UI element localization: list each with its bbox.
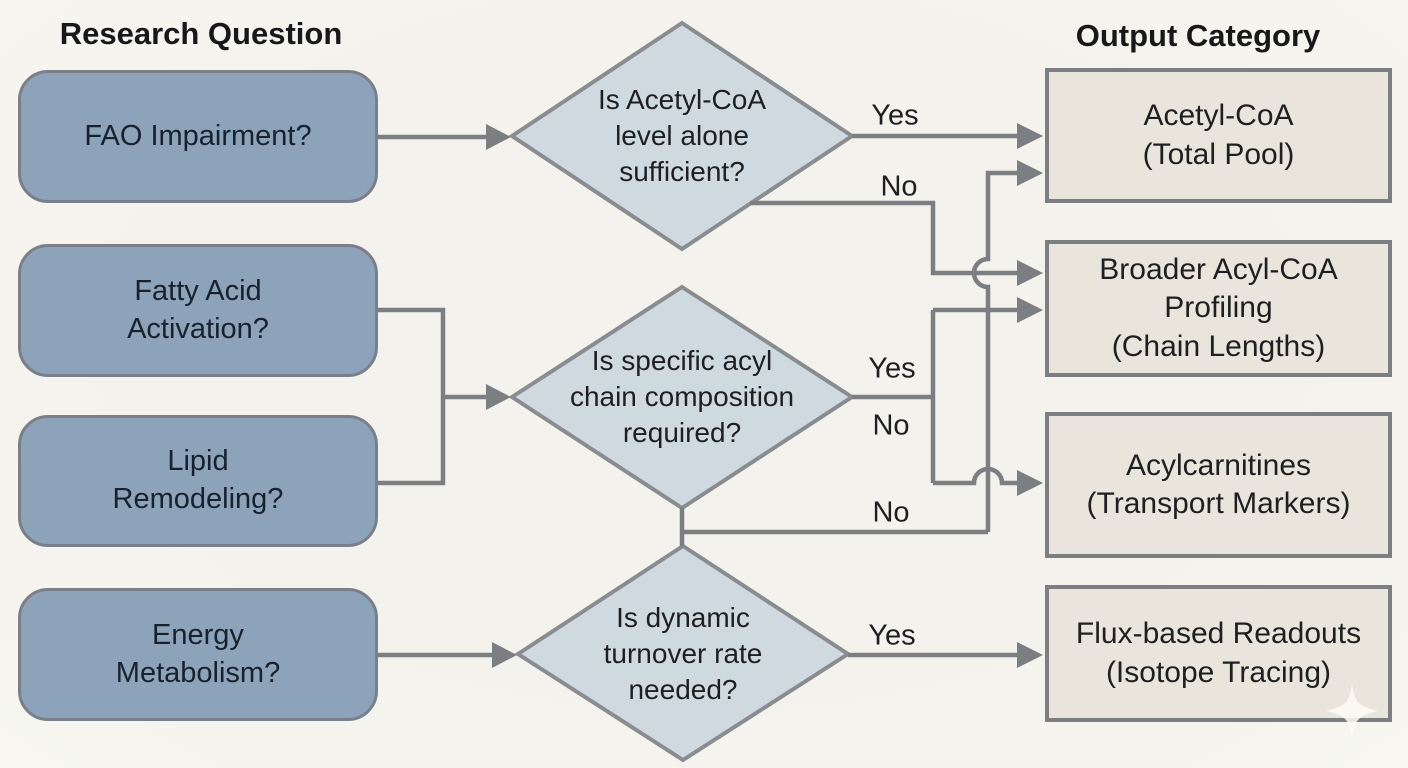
question-box-fao-impairment: FAO Impairment? — [18, 70, 378, 203]
output-label-line: Flux-based Readouts — [1075, 617, 1362, 651]
arrowhead-into-decision2 — [486, 384, 511, 410]
output-box-flux-based-readouts: Flux-based Readouts (Isotope Tracing) — [1045, 585, 1392, 722]
question-label: Lipid — [167, 445, 229, 478]
decision-label-line: needed? — [628, 674, 738, 706]
decision-label-line: Is Acetyl-CoA — [597, 83, 767, 115]
output-box-acylcarnitines: Acylcarnitines (Transport Markers) — [1045, 412, 1392, 558]
output-box-broader-acyl-coa-profiling: Broader Acyl-CoA Profiling (Chain Length… — [1045, 240, 1392, 377]
edge-merge-bracket — [378, 307, 446, 486]
column-header-research-question: Research Question — [59, 16, 343, 51]
question-label: Fatty Acid — [134, 274, 262, 307]
arrowhead-bottomno-into-acetyl — [1017, 160, 1043, 186]
question-label: Activation? — [127, 312, 269, 345]
question-label: FAO Impairment? — [84, 119, 312, 152]
output-label-line: Broader Acyl-CoA — [1099, 253, 1338, 287]
output-box-acetyl-coa: Acetyl-CoA (Total Pool) — [1045, 68, 1392, 203]
output-label-line: Acetyl-CoA — [1143, 99, 1294, 133]
decision-label-line: Is dynamic — [616, 601, 750, 633]
edge-bottom-no-vertical-to-acetyl — [971, 170, 1017, 532]
decision-label-line: turnover rate — [603, 637, 763, 669]
question-box-lipid-remodeling: Lipid Remodeling? — [18, 415, 378, 547]
output-label-line: (Chain Lengths) — [1111, 329, 1326, 363]
edge-label-decision1-no: No — [880, 170, 918, 203]
question-box-fatty-acid-activation: Fatty Acid Activation? — [18, 244, 378, 377]
edge-label-decision2-no: No — [872, 409, 910, 442]
output-label-line: Profiling — [1164, 291, 1273, 325]
question-box-energy-metabolism: Energy Metabolism? — [18, 588, 378, 721]
arrowhead-no-into-acylcarnitines — [1017, 470, 1043, 496]
decision-label-line: required? — [622, 417, 742, 449]
output-label-line: (Isotope Tracing) — [1105, 655, 1332, 689]
decision-label-line: level alone — [615, 119, 749, 151]
decision-diamond-2-label: Is specific acyl chain composition requi… — [517, 343, 847, 451]
column-header-output-category: Output Category — [1075, 18, 1321, 53]
question-label: Remodeling? — [112, 483, 284, 515]
question-label: Metabolism? — [115, 656, 281, 689]
decision-diamond-1-shape — [508, 20, 856, 252]
question-label: Energy — [152, 618, 244, 651]
edge-label-decision2-yes: Yes — [868, 352, 916, 385]
output-label-line: Acylcarnitines — [1125, 448, 1312, 482]
arrowhead-yes-into-acetyl — [1017, 123, 1043, 149]
arrowhead-into-decision1 — [486, 124, 511, 150]
output-label-line: (Transport Markers) — [1086, 487, 1351, 520]
edge-decision2-no-branch — [933, 466, 1017, 486]
decision-label-line: sufficient? — [619, 156, 745, 188]
decision-label-line: chain composition — [569, 380, 795, 412]
edge-label-decision1-yes: Yes — [871, 99, 919, 132]
arrowhead-into-decision3 — [492, 642, 517, 668]
decision-diamond-1-label: Is Acetyl-CoA level alone sufficient? — [517, 82, 847, 190]
arrowhead-no-into-broader — [1017, 260, 1043, 286]
decision-diamond-3-shape — [514, 543, 852, 763]
decision-label-line: Is specific acyl — [591, 344, 773, 376]
output-label-line: (Total Pool) — [1142, 137, 1295, 171]
arrowhead-yes-into-broader — [1017, 297, 1043, 323]
edge-label-decision3-yes: Yes — [868, 619, 916, 652]
edge-label-decision2-bottom-no: No — [872, 496, 910, 529]
decision-diamond-3-label: Is dynamic turnover rate needed? — [518, 600, 848, 708]
sparkle-icon — [1326, 684, 1378, 738]
arrowhead-yes-into-flux — [1017, 642, 1043, 668]
